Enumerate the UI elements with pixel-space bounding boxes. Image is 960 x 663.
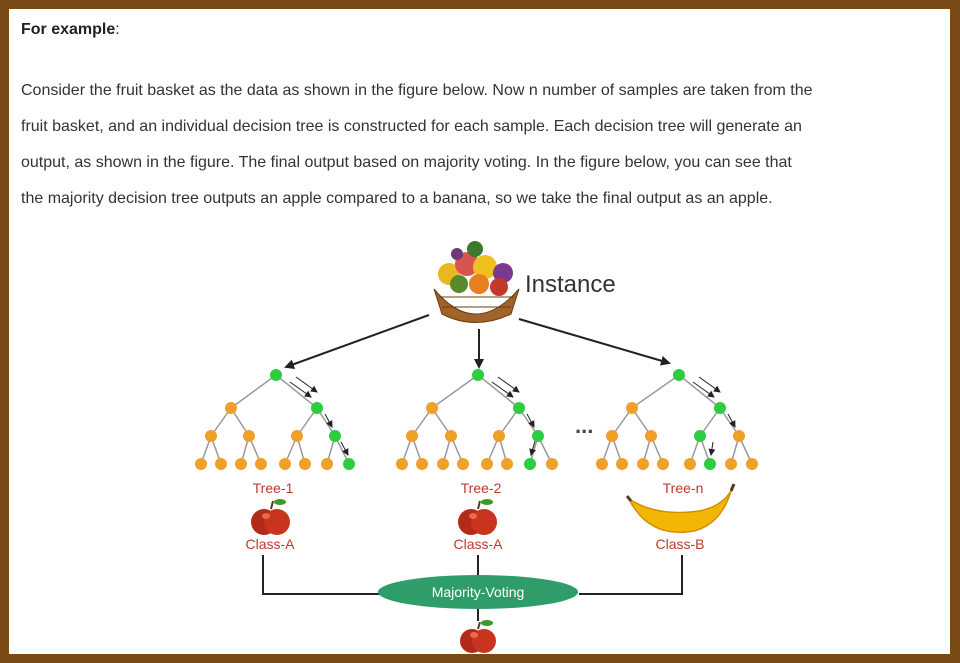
paragraph-line: output, as shown in the figure. The fina… bbox=[21, 154, 792, 171]
example-heading: For example: bbox=[21, 21, 120, 39]
paragraph-line: fruit basket, and an individual decision… bbox=[21, 118, 802, 135]
apple-icon bbox=[458, 499, 497, 535]
heading-bold: For example bbox=[21, 21, 116, 38]
instance-label: Instance bbox=[525, 271, 616, 298]
decision-tree-2 bbox=[396, 369, 558, 470]
decision-tree-n bbox=[596, 369, 758, 470]
arrow-to-tree-n bbox=[518, 318, 671, 366]
random-forest-diagram: Instance bbox=[195, 241, 758, 653]
tree-n-class: Class-B bbox=[655, 536, 704, 552]
majority-voting-label: Majority-Voting bbox=[432, 584, 525, 600]
apple-icon bbox=[251, 499, 290, 535]
decision-tree-1 bbox=[195, 369, 355, 470]
tree-n-label: Tree-n bbox=[663, 480, 704, 496]
arrow-to-tree-1 bbox=[284, 314, 430, 369]
banana-icon bbox=[625, 483, 736, 534]
article-panel: For example: Consider the fruit basket a… bbox=[9, 9, 950, 654]
paragraph-line: Consider the fruit basket as the data as… bbox=[21, 82, 813, 99]
tree-1-label: Tree-1 bbox=[253, 480, 294, 496]
tree-1-class: Class-A bbox=[245, 536, 295, 552]
fruit-basket-icon bbox=[433, 241, 520, 323]
tree-2-class: Class-A bbox=[453, 536, 503, 552]
paragraph-line: the majority decision tree outputs an ap… bbox=[21, 190, 773, 207]
tree-2-label: Tree-2 bbox=[461, 480, 502, 496]
heading-colon: : bbox=[115, 21, 120, 38]
ellipsis: ... bbox=[575, 413, 593, 438]
voting-connectors bbox=[262, 555, 683, 621]
majority-voting-node bbox=[378, 575, 578, 609]
final-apple-icon bbox=[460, 620, 496, 653]
